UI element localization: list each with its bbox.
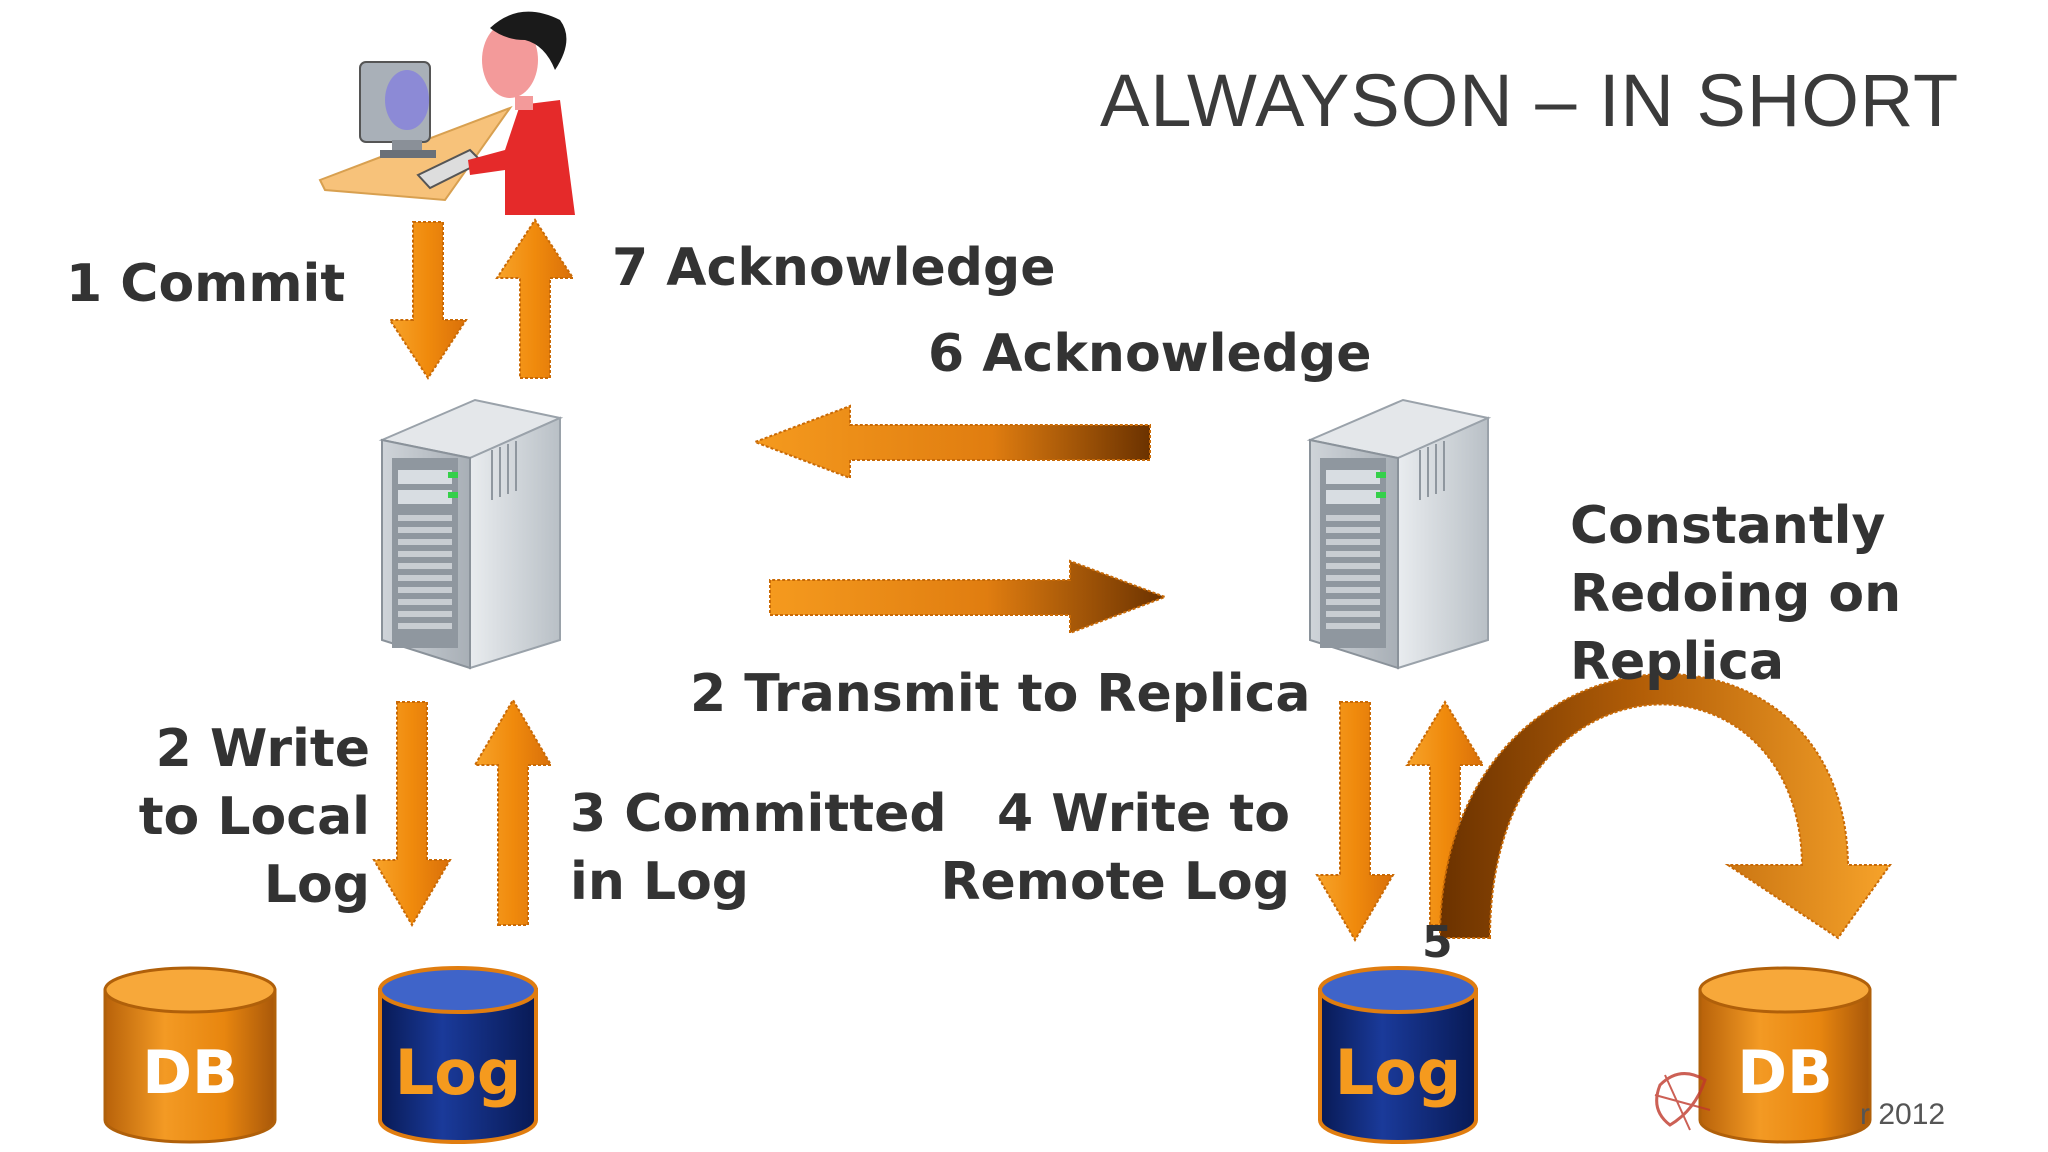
committed-arrow <box>473 698 553 926</box>
primary-db-cylinder <box>103 966 277 1144</box>
replica-log-label: Log <box>1334 1036 1462 1109</box>
primary-log-cylinder <box>378 966 538 1144</box>
acknowledge-6-arrow <box>752 404 1151 480</box>
committed-label: 3 Committed in Log <box>570 784 947 912</box>
transmit-arrow <box>769 559 1168 635</box>
redo-curved-arrow <box>1438 673 1892 940</box>
acknowledge-7-arrow <box>495 218 575 379</box>
replica-db-cylinder <box>1698 966 1872 1144</box>
acknowledge-7-label: 7 Acknowledge <box>612 238 1056 298</box>
sql-server-logo-icon <box>1654 1072 1711 1131</box>
person-at-computer-icon <box>318 11 575 215</box>
replica-log-cylinder <box>1318 966 1478 1144</box>
redo-label: Constantly Redoing on Replica <box>1570 496 1902 692</box>
step-5-label: 5 <box>1422 917 1453 968</box>
write-remote-label: 4 Write to Remote Log <box>940 784 1290 912</box>
acknowledge-6-label: 6 Acknowledge <box>928 324 1372 384</box>
commit-label: 1 Commit <box>66 254 346 314</box>
logo-text: r 2012 <box>1860 1098 1946 1131</box>
replica-server-icon <box>1306 398 1492 670</box>
transmit-label: 2 Transmit to Replica <box>690 664 1311 724</box>
write-local-arrow <box>372 701 452 927</box>
primary-server-icon <box>378 398 564 670</box>
commit-arrow <box>388 221 468 380</box>
primary-log-label: Log <box>394 1036 522 1109</box>
write-remote-arrow <box>1315 701 1395 942</box>
replica-db-label: DB <box>1737 1038 1833 1108</box>
page-title: ALWAYSON – IN SHORT <box>1100 59 1960 142</box>
primary-db-label: DB <box>142 1038 238 1108</box>
write-local-label: 2 Write to Local Log <box>138 719 370 915</box>
